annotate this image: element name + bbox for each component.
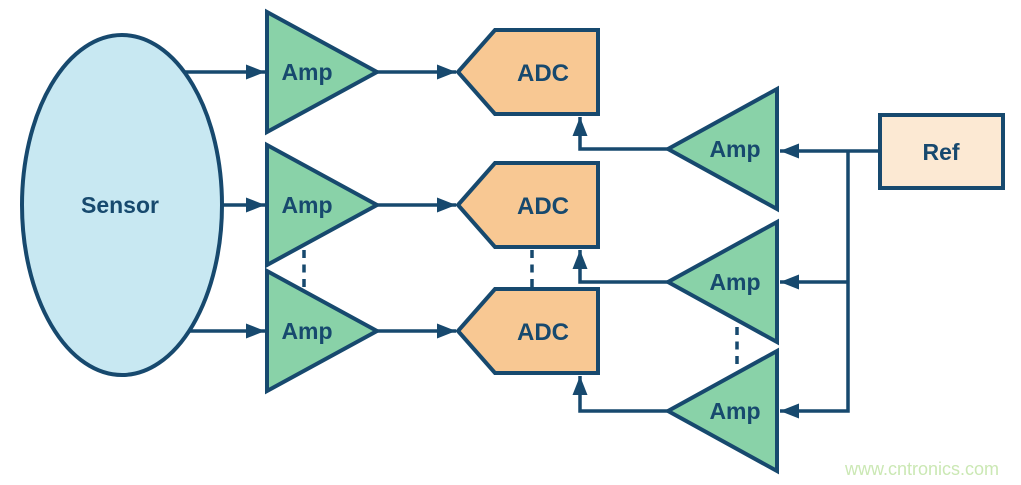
adc-3: ADC	[455, 287, 600, 375]
adc-label: ADC	[517, 319, 569, 346]
adc-label: ADC	[517, 193, 569, 220]
ref-block: Ref	[878, 113, 1005, 190]
amp-label: Amp	[709, 398, 760, 424]
amp-label: Amp	[281, 59, 332, 85]
left-amp-1: Amp	[265, 8, 382, 136]
connectors	[184, 64, 880, 419]
amp-triangle	[265, 8, 382, 136]
watermark-text: www.cntronics.com	[844, 459, 999, 479]
amp-triangle	[663, 85, 779, 213]
sensor-label: Sensor	[81, 192, 159, 218]
amp-label: Amp	[281, 192, 332, 218]
wire-refamp1-to-adc1	[572, 117, 668, 151]
amp-label: Amp	[281, 318, 332, 344]
adc-2: ADC	[455, 161, 600, 249]
adc-pentagon	[455, 161, 600, 249]
left-amp-2: Amp	[265, 141, 382, 269]
wire-refamp3-to-adc3	[572, 376, 668, 413]
wire-ref-bus-to-refamp3	[780, 151, 850, 419]
adc-pentagon	[455, 287, 600, 375]
ref-amp-2: Amp	[663, 218, 779, 346]
adc-pentagon	[455, 28, 600, 116]
ref-amp-3: Amp	[663, 347, 779, 475]
amp-triangle	[663, 218, 779, 346]
amp-triangle	[663, 347, 779, 475]
amp-triangle	[265, 141, 382, 269]
sensor-ellipse	[20, 33, 224, 377]
amp-triangle	[265, 267, 382, 395]
adc-1: ADC	[455, 28, 600, 116]
left-amp-3: Amp	[265, 267, 382, 395]
ref-label: Ref	[922, 139, 959, 165]
wire-refamp2-to-adc2	[572, 250, 668, 284]
ref-amp-1: Amp	[663, 85, 779, 213]
ref-rect	[878, 113, 1005, 190]
adc-label: ADC	[517, 60, 569, 87]
amp-label: Amp	[709, 269, 760, 295]
sensor-block: Sensor	[20, 33, 224, 377]
amp-label: Amp	[709, 136, 760, 162]
